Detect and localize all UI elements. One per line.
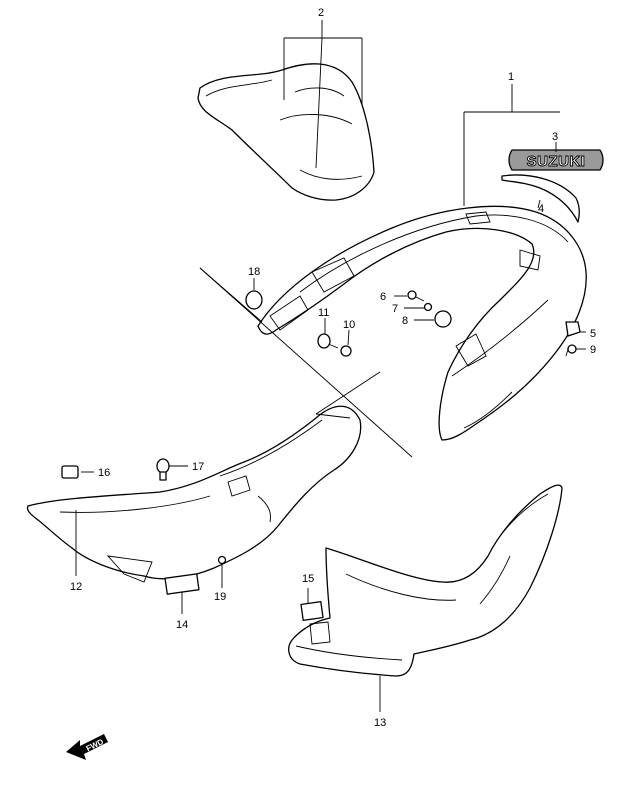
callout-17: 17 (192, 461, 204, 473)
part-fastener-17 (156, 458, 170, 481)
callout-4: 4 (538, 203, 544, 215)
part-frame-cover-assembly (257, 205, 587, 441)
callout-13: 13 (374, 717, 386, 729)
callout-3: 3 (552, 131, 558, 143)
callout-19: 19 (214, 591, 226, 603)
part-screw-9 (565, 344, 577, 357)
callout-12: 12 (70, 581, 82, 593)
callout-2: 2 (318, 7, 324, 19)
callout-6: 6 (380, 291, 386, 303)
callout-10: 10 (343, 319, 355, 331)
forward-direction-indicator: FWD (66, 734, 108, 760)
part-nut-5 (565, 321, 581, 337)
fwd-label: FWD (85, 737, 106, 753)
callout-18: 18 (248, 266, 260, 278)
part-cushion-11 (317, 333, 331, 349)
part-suzuki-emblem: SUZUKI (508, 149, 604, 171)
part-frame-cover-left (26, 405, 362, 583)
callout-14: 14 (176, 619, 188, 631)
leader-lines (75, 20, 586, 712)
fwd-arrow-icon (66, 734, 108, 760)
callout-7: 7 (392, 303, 398, 315)
part-cushion-18 (245, 290, 263, 310)
part-washer-7 (423, 302, 433, 312)
alignment-guides (199, 267, 413, 458)
part-grommet-16 (61, 465, 79, 479)
callout-labels: 1 2 3 4 5 6 7 8 9 10 11 12 13 14 15 16 1… (70, 7, 596, 729)
callout-15: 15 (302, 573, 314, 585)
callout-1: 1 (508, 71, 514, 83)
callout-11: 11 (318, 307, 329, 319)
part-cushion-15 (300, 601, 324, 621)
part-seat-cowl (197, 63, 375, 201)
callout-16: 16 (98, 467, 110, 479)
callout-5: 5 (590, 328, 596, 340)
part-cushion-8 (434, 310, 452, 328)
part-bolt-6 (407, 290, 425, 302)
callout-8: 8 (402, 315, 408, 327)
part-frame-cover-right (288, 484, 563, 677)
part-screw-19 (217, 555, 227, 572)
callout-9: 9 (590, 344, 596, 356)
emblem-text: SUZUKI (527, 153, 586, 170)
part-stripe (501, 174, 580, 223)
part-cushion-14 (164, 573, 200, 595)
part-bolt-10 (325, 342, 352, 357)
